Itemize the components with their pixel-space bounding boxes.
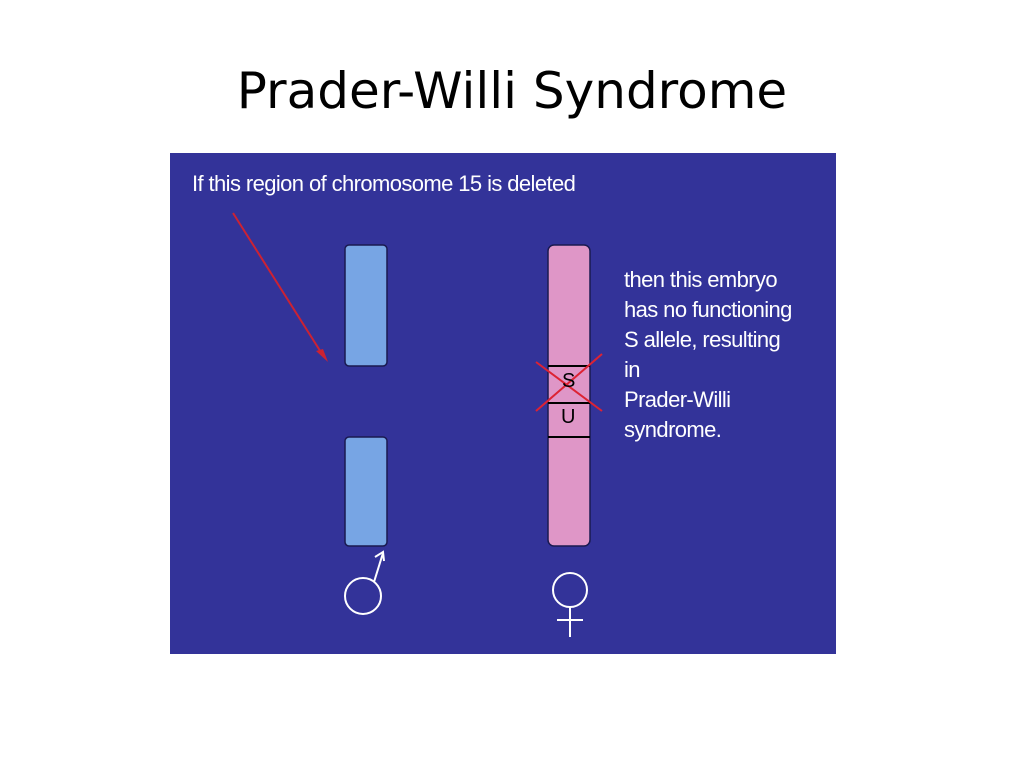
side-caption-line: in <box>624 357 641 382</box>
locus-s-label: S <box>562 370 576 392</box>
side-caption: then this embryo has no functioning S al… <box>624 265 792 445</box>
maternal-chromosome <box>547 244 591 547</box>
side-caption-line: Prader-Willi <box>624 387 731 412</box>
pointer-arrow-shaft <box>232 212 325 358</box>
side-caption-line: S allele, resulting <box>624 327 781 352</box>
top-caption: If this region of chromosome 15 is delet… <box>192 171 576 196</box>
locus-u-label: U <box>561 406 576 428</box>
slide-title: Prader-Willi Syndrome <box>236 62 788 120</box>
paternal-chromosome-upper <box>344 244 388 367</box>
cross-line-1 <box>535 361 603 412</box>
diagram-graphics <box>232 212 603 637</box>
pointer-arrow-head <box>316 349 328 362</box>
paternal-chromosome-lower <box>344 436 388 547</box>
side-caption-line: syndrome. <box>624 417 722 442</box>
side-caption-line: then this embryo <box>624 267 778 292</box>
chromosome-diagram: If this region of chromosome 15 is delet… <box>170 153 836 654</box>
cross-line-2 <box>535 353 603 412</box>
female-symbol-icon <box>552 572 588 637</box>
side-caption-line: has no functioning <box>624 297 792 322</box>
male-symbol-icon <box>344 550 385 615</box>
